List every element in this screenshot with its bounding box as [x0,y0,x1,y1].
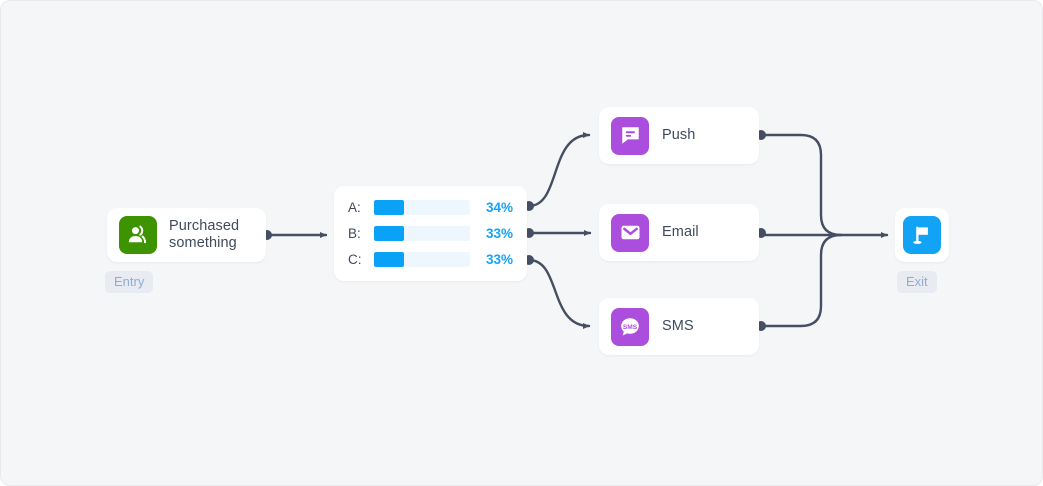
node-sms[interactable]: SMS SMS [599,298,759,355]
node-exit[interactable] [895,208,949,262]
split-row[interactable]: A: 34% [348,200,513,216]
node-label: Push [662,126,696,143]
split-percent: 33% [485,226,513,241]
split-key: B: [348,226,361,241]
audience-people-icon [119,216,157,254]
split-bar-track [374,226,470,241]
push-message-bubble-icon [611,116,649,155]
split-row[interactable]: B: 33% [348,226,513,242]
exit-badge: Exit [897,271,937,294]
flag-icon [903,216,941,254]
node-label: SMS [662,317,694,334]
split-bar-fill [374,200,404,215]
node-label: Email [662,223,699,240]
split-key: A: [348,200,361,215]
split-row[interactable]: C: 33% [348,252,513,268]
svg-text:SMS: SMS [623,324,638,331]
split-bar-fill [374,226,404,241]
email-envelope-icon [611,213,649,252]
sms-bubble-icon: SMS [611,307,649,346]
split-percent: 33% [485,252,513,267]
split-bar-track [374,252,470,267]
node-push[interactable]: Push [599,107,759,164]
split-bar-track [374,200,470,215]
split-percent: 34% [485,200,513,215]
node-purchased-something[interactable]: Purchased something [107,208,266,262]
node-random-split[interactable]: A: 34% B: 33% C: 33% [334,186,527,281]
node-email[interactable]: Email [599,204,759,261]
split-bar-fill [374,252,404,267]
node-label: Purchased something [169,217,240,251]
entry-badge: Entry [105,271,154,294]
split-key: C: [348,252,362,267]
